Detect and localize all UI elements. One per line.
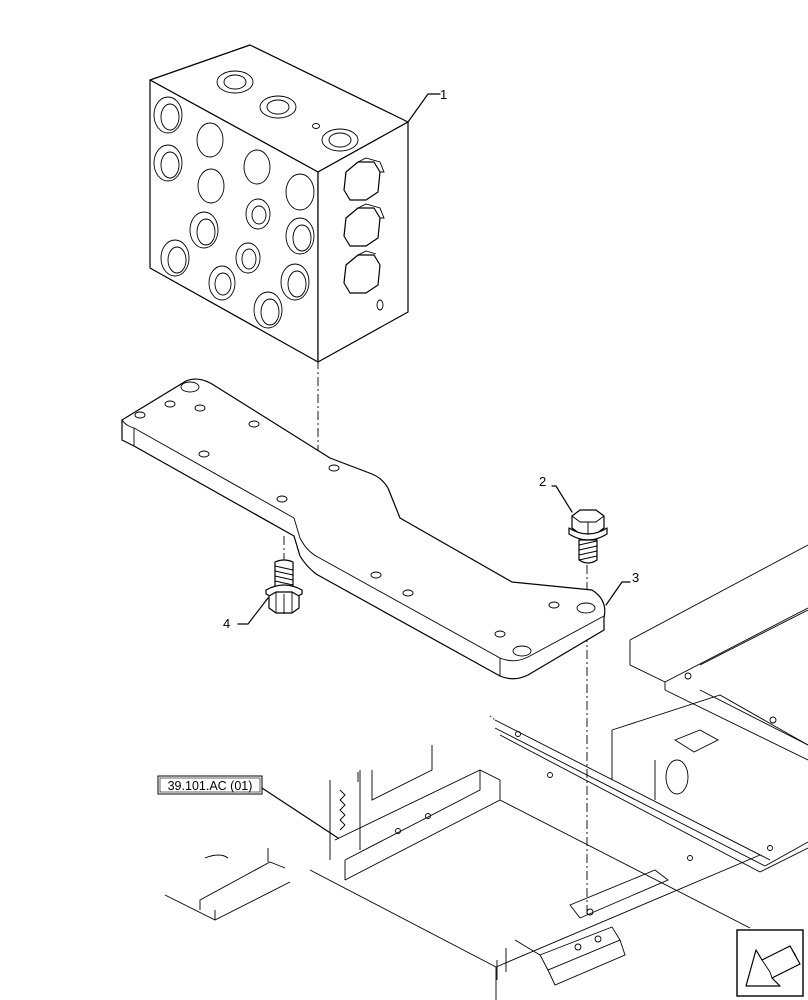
- front-ports: [153, 96, 315, 329]
- mounting-plate: [121, 378, 606, 680]
- arrow-down-left-icon[interactable]: [736, 929, 804, 997]
- callout-3-label: 3: [632, 570, 639, 585]
- plate-holes: [134, 381, 596, 657]
- callout-4: 4: [223, 597, 269, 631]
- callout-1-label: 1: [440, 87, 447, 102]
- callout-1: 1: [407, 87, 447, 123]
- valve-block: [149, 44, 409, 363]
- reference-link[interactable]: 39.101.AC (01): [157, 775, 339, 839]
- bolt-upper: [568, 509, 608, 564]
- spool-caps: [343, 157, 385, 311]
- callout-4-label: 4: [223, 616, 230, 631]
- reference-label: 39.101.AC (01): [168, 779, 253, 793]
- callout-3: 3: [605, 570, 639, 606]
- callout-2: 2: [539, 474, 573, 513]
- chassis-frame: [164, 544, 808, 1000]
- callout-2-label: 2: [539, 474, 546, 489]
- bolt-lower: [265, 559, 303, 614]
